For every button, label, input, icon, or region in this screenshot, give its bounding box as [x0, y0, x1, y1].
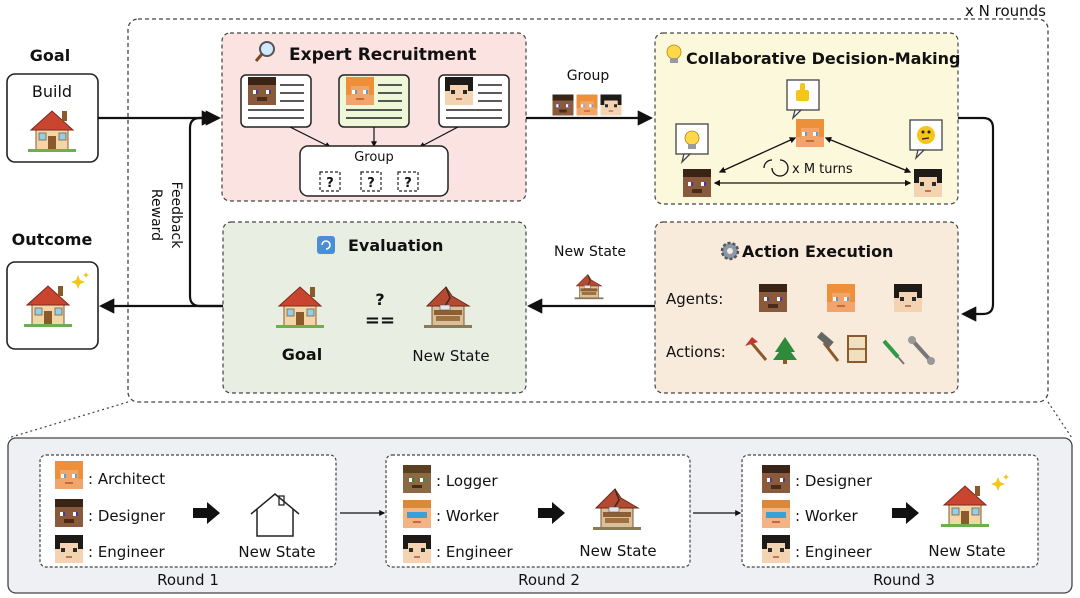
- rounds-label: x N rounds: [965, 2, 1046, 20]
- round-3-role-1: : Designer: [795, 472, 873, 490]
- group-label: Group: [567, 68, 610, 84]
- evaluation-title: Evaluation: [348, 236, 443, 255]
- agent-face: [403, 535, 431, 563]
- hammer-icon: [816, 331, 840, 362]
- round-2-result: New State: [579, 542, 656, 560]
- round-1-label: Round 1: [157, 571, 219, 589]
- agent-face: [914, 169, 942, 197]
- wrench-icon: [908, 336, 935, 365]
- axe-icon: [745, 337, 768, 361]
- empty-slot: ?: [397, 171, 419, 192]
- svg-text:?: ?: [367, 176, 375, 191]
- empty-slot: ?: [360, 171, 382, 192]
- agent-face: [894, 284, 922, 312]
- empty-slot: ?: [319, 171, 341, 192]
- eval-state-label: New State: [412, 347, 489, 365]
- round-1-result: New State: [238, 543, 315, 561]
- recruit-group-label: Group: [354, 150, 394, 165]
- arrow-icon: [718, 137, 797, 173]
- zoom-line: [1047, 401, 1073, 439]
- goal-title: Goal: [30, 46, 70, 65]
- agent-face: [55, 461, 83, 489]
- arrow-icon: [418, 126, 459, 148]
- equals-mark: ==: [365, 310, 395, 331]
- gear-icon: [720, 241, 740, 261]
- agent-face: [248, 77, 276, 105]
- new-state-label: New State: [554, 244, 626, 260]
- round-1-box: [39, 454, 337, 568]
- refresh-icon: [317, 236, 335, 254]
- round-3-box: [741, 454, 1039, 568]
- thumbs-up-icon: [796, 83, 809, 101]
- eval-goal-label: Goal: [282, 345, 322, 364]
- round-3-role-2: : Worker: [795, 507, 858, 525]
- expert-recruitment-title: Expert Recruitment: [289, 45, 476, 65]
- agent-face: [827, 284, 855, 312]
- agent-face: [346, 77, 374, 105]
- agent-face: [762, 500, 790, 528]
- agent-face: [55, 499, 83, 527]
- round-1-role-2: : Designer: [88, 507, 166, 525]
- agent-face: [762, 535, 790, 563]
- agent-face: [403, 465, 431, 493]
- action-execution-panel: [654, 221, 959, 394]
- agents-label: Agents:: [666, 290, 723, 308]
- cycle-icon: [763, 159, 789, 177]
- round-2-role-1: : Logger: [436, 472, 498, 490]
- round-1-role-1: : Architect: [88, 470, 165, 488]
- group-faces: [552, 94, 622, 116]
- outcome-title: Outcome: [12, 230, 93, 249]
- goal-box-label: Build: [32, 82, 72, 101]
- tree-icon: [773, 337, 797, 364]
- agent-face: [796, 119, 824, 147]
- damaged-house-icon: [574, 274, 604, 300]
- agent-face: [762, 465, 790, 493]
- round-2-label: Round 2: [518, 571, 580, 589]
- agent-face: [403, 500, 431, 528]
- door-icon: [847, 335, 867, 363]
- magnifier-icon: [254, 41, 275, 62]
- round-2-role-2: : Worker: [436, 507, 499, 525]
- svg-text:?: ?: [326, 176, 334, 191]
- round-3-result: New State: [928, 542, 1005, 560]
- turns-label: x M turns: [792, 162, 853, 177]
- actions-label: Actions:: [666, 343, 726, 361]
- screwdriver-icon: [882, 339, 905, 365]
- zoom-line: [7, 401, 129, 439]
- agent-face: [683, 169, 711, 197]
- feedback-label: Feedback: [168, 182, 184, 250]
- action-execution-title: Action Execution: [742, 242, 893, 261]
- agent-face: [759, 284, 787, 312]
- rounds-container: [127, 18, 1049, 403]
- arrow-icon: [289, 126, 332, 148]
- arrow-icon: [824, 136, 912, 174]
- question-mark: ?: [375, 290, 384, 309]
- arrow-icon: [958, 116, 995, 322]
- arrow-icon: [193, 502, 220, 524]
- feedback-arrow: [188, 110, 223, 308]
- round-1-role-3: : Engineer: [88, 543, 165, 561]
- agent-face: [445, 77, 473, 105]
- recruit-group-box: [299, 145, 449, 197]
- round-2-role-3: : Engineer: [436, 543, 513, 561]
- arrow-icon: [892, 502, 919, 524]
- collab-title: Collaborative Decision-Making: [686, 49, 960, 68]
- round-3-label: Round 3: [873, 571, 935, 589]
- svg-text:?: ?: [404, 176, 412, 191]
- thinking-face-icon: [917, 126, 935, 144]
- agent-face: [55, 535, 83, 563]
- arrow-icon: [538, 502, 565, 524]
- reward-label: Reward: [148, 189, 164, 241]
- evaluation-panel: [222, 221, 527, 394]
- round-3-role-3: : Engineer: [795, 543, 872, 561]
